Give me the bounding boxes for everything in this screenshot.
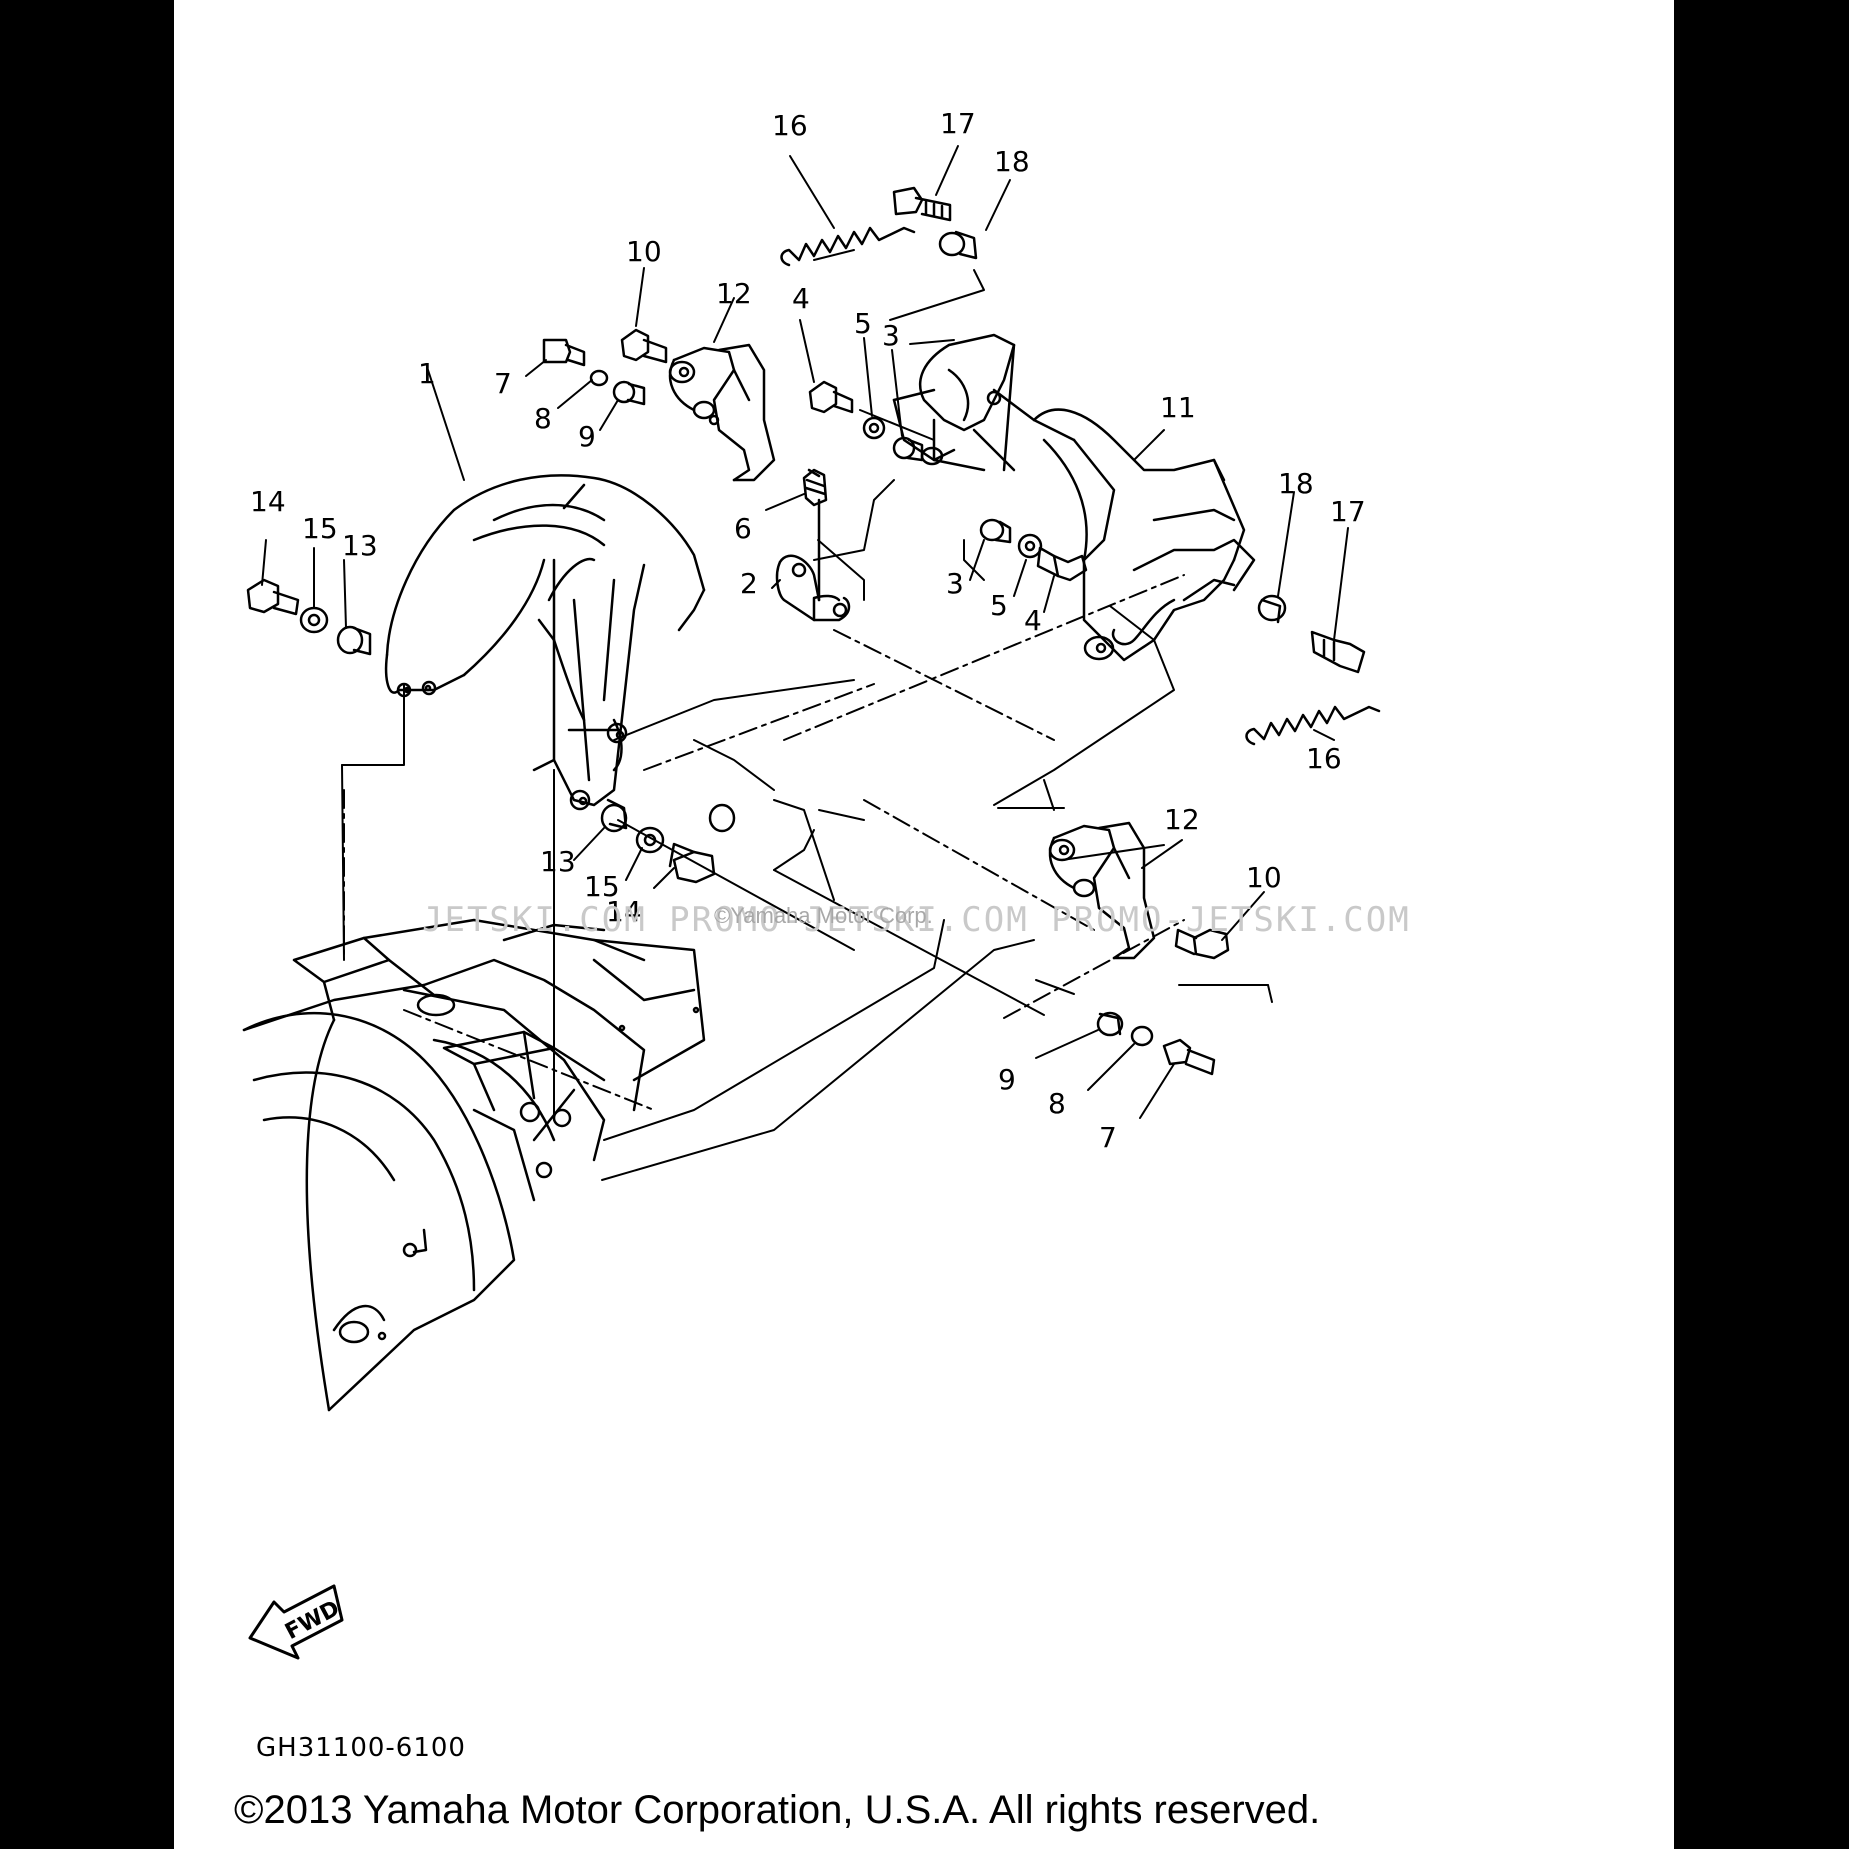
callout-3-lower: 3 — [946, 567, 964, 600]
callout-1: 1 — [418, 357, 436, 390]
callout-4-upper: 4 — [792, 282, 810, 315]
exploded-parts-drawing — [242, 145, 1381, 1660]
assembly-lines — [341, 249, 1273, 1181]
grease-fitting-part-6 — [802, 468, 828, 507]
jet-pump-housing — [242, 918, 706, 1412]
lever-part-12-upper — [668, 343, 776, 482]
callout-14-upper: 14 — [250, 485, 286, 518]
callout-10-upper: 10 — [626, 235, 662, 268]
callout-6: 6 — [734, 512, 752, 545]
callout-10-lower: 10 — [1246, 861, 1282, 894]
callout-12-upper: 12 — [716, 277, 752, 310]
callout-17-upper: 17 — [940, 107, 976, 140]
callout-5-upper: 5 — [854, 307, 872, 340]
bracket-part-2 — [775, 498, 851, 622]
callout-8-upper: 8 — [534, 402, 552, 435]
diagram-code: GH31100-6100 — [256, 1733, 466, 1763]
callout-13-lower: 13 — [540, 845, 576, 878]
leader-lines — [261, 145, 1349, 1119]
callout-7-upper: 7 — [494, 367, 512, 400]
hardware — [246, 186, 1381, 1660]
pump-cover-part-1 — [384, 474, 706, 811]
callout-9-upper: 9 — [578, 420, 596, 453]
callout-12-lower: 12 — [1164, 803, 1200, 836]
callout-16-lower: 16 — [1306, 742, 1342, 775]
callout-15-upper: 15 — [302, 512, 338, 545]
callout-2: 2 — [740, 567, 758, 600]
watermark-small: ©Yamaha Motor Corp. — [714, 903, 933, 928]
link-arm-part-11 — [892, 333, 1256, 662]
callout-5-lower: 5 — [990, 589, 1008, 622]
callout-4-lower: 4 — [1024, 604, 1042, 637]
callout-11: 11 — [1160, 391, 1196, 424]
callout-18-lower: 18 — [1278, 467, 1314, 500]
lever-part-12-lower — [1048, 821, 1156, 960]
callout-13-upper: 13 — [342, 529, 378, 562]
callout-3-upper: 3 — [882, 319, 900, 352]
callout-8-lower: 8 — [1048, 1087, 1066, 1120]
copyright-notice: ©2013 Yamaha Motor Corporation, U.S.A. A… — [234, 1788, 1321, 1832]
callout-9-lower: 9 — [998, 1063, 1016, 1096]
callout-16-upper: 16 — [772, 109, 808, 142]
watermark: JETSKI.COM PROMO-JETSKI.COM PROMO-JETSKI… — [422, 900, 1411, 940]
diagram-sheet: 1 2 3 3 4 4 5 5 6 7 7 8 8 9 9 10 10 11 1… — [174, 0, 1674, 1849]
callout-18-upper: 18 — [994, 145, 1030, 178]
callout-17-lower: 17 — [1330, 495, 1366, 528]
callout-14-lower: 14 — [606, 895, 642, 928]
callout-7-lower: 7 — [1099, 1121, 1117, 1154]
callout-15-lower: 15 — [584, 870, 620, 903]
